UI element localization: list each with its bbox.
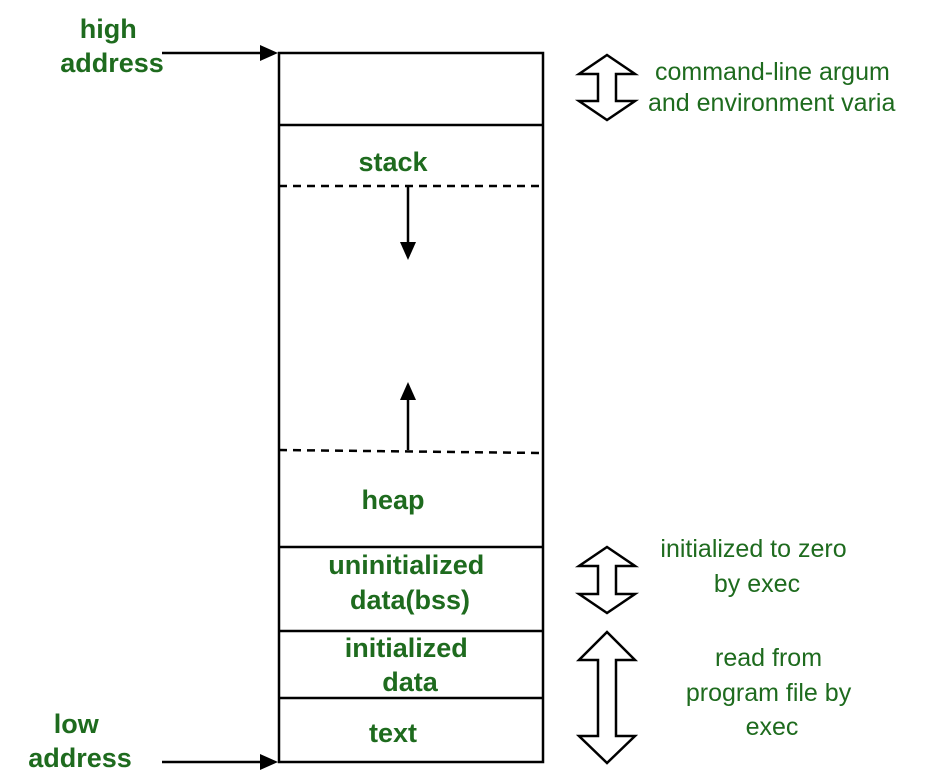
low-address-label: low address	[28, 709, 132, 772]
bss-double-arrow	[574, 545, 640, 615]
program-file-double-arrow	[575, 630, 639, 765]
text-segment-label: text	[369, 718, 417, 748]
heap-boundary-dashed	[278, 448, 544, 455]
stack-growth-arrow	[400, 187, 416, 260]
heap-label: heap	[361, 485, 424, 515]
args-env-double-arrow	[574, 53, 640, 122]
bss-note: initialized to zero by exec	[660, 535, 853, 598]
heap-growth-arrow	[400, 382, 416, 450]
bss-segment-label: uninitialized data(bss)	[328, 550, 492, 615]
high-address-arrow	[162, 45, 278, 61]
memory-column	[277, 51, 545, 764]
low-address-arrow	[162, 754, 278, 770]
stack-label: stack	[358, 147, 428, 177]
high-address-label: high address	[60, 14, 164, 78]
initialized-data-label: initialized data	[345, 633, 476, 697]
args-env-note: command-line argum and environment varia	[648, 58, 897, 117]
program-file-note: read from program file by exec	[686, 644, 858, 741]
